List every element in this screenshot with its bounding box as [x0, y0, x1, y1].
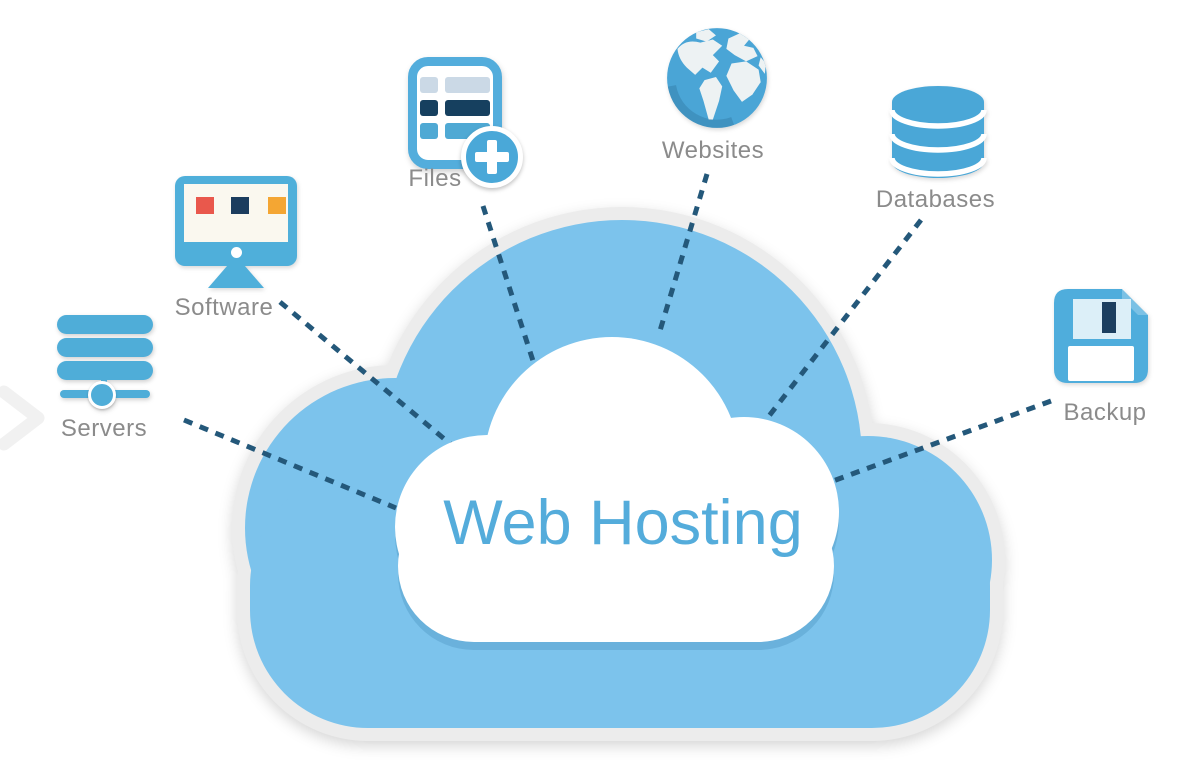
- connector-servers-line: [183, 417, 397, 511]
- list-bullet: [420, 123, 438, 139]
- list-line: [445, 100, 490, 116]
- app-tile-red: [196, 197, 214, 214]
- monitor-screen: [184, 184, 288, 242]
- diagram-title: Web Hosting: [443, 488, 803, 558]
- server-bar: [57, 338, 153, 357]
- monitor-stand: [208, 266, 264, 288]
- list-line: [445, 77, 490, 93]
- floppy-graphic: [1054, 289, 1148, 383]
- monitor-icon: [175, 176, 299, 289]
- globe-icon: [665, 26, 769, 135]
- globe-graphic: [667, 28, 767, 128]
- software-label: Software: [174, 294, 274, 321]
- app-tile-navy: [231, 197, 249, 214]
- monitor-frame: [175, 176, 297, 266]
- connector-websites-line: [656, 173, 710, 335]
- servers-label: Servers: [60, 415, 148, 442]
- add-plus-icon: [461, 126, 523, 188]
- server-stack-icon: [57, 315, 153, 411]
- list-row: [420, 100, 490, 116]
- document-add-icon: [408, 57, 523, 193]
- chevron-right-icon: [0, 385, 45, 451]
- server-bar: [57, 315, 153, 334]
- floppy-disk-icon: [1054, 289, 1148, 388]
- list-row: [420, 77, 490, 93]
- server-bar: [57, 361, 153, 380]
- databases-label: Databases: [875, 186, 996, 213]
- connector-backup-line: [832, 398, 1052, 484]
- app-tile-orange: [268, 197, 286, 214]
- backup-label: Backup: [1063, 399, 1147, 426]
- inner-cloud: [395, 337, 839, 642]
- server-network-node: [88, 381, 116, 409]
- list-bullet: [420, 100, 438, 116]
- websites-label: Websites: [661, 137, 765, 164]
- monitor-button: [231, 247, 242, 258]
- plus-vertical: [487, 140, 497, 174]
- list-bullet: [420, 77, 438, 93]
- document-outline: [408, 57, 502, 169]
- database-graphic: [889, 86, 987, 178]
- database-cylinder-icon: [888, 82, 988, 187]
- files-label: Files: [408, 165, 462, 192]
- connector-software-line: [278, 300, 462, 454]
